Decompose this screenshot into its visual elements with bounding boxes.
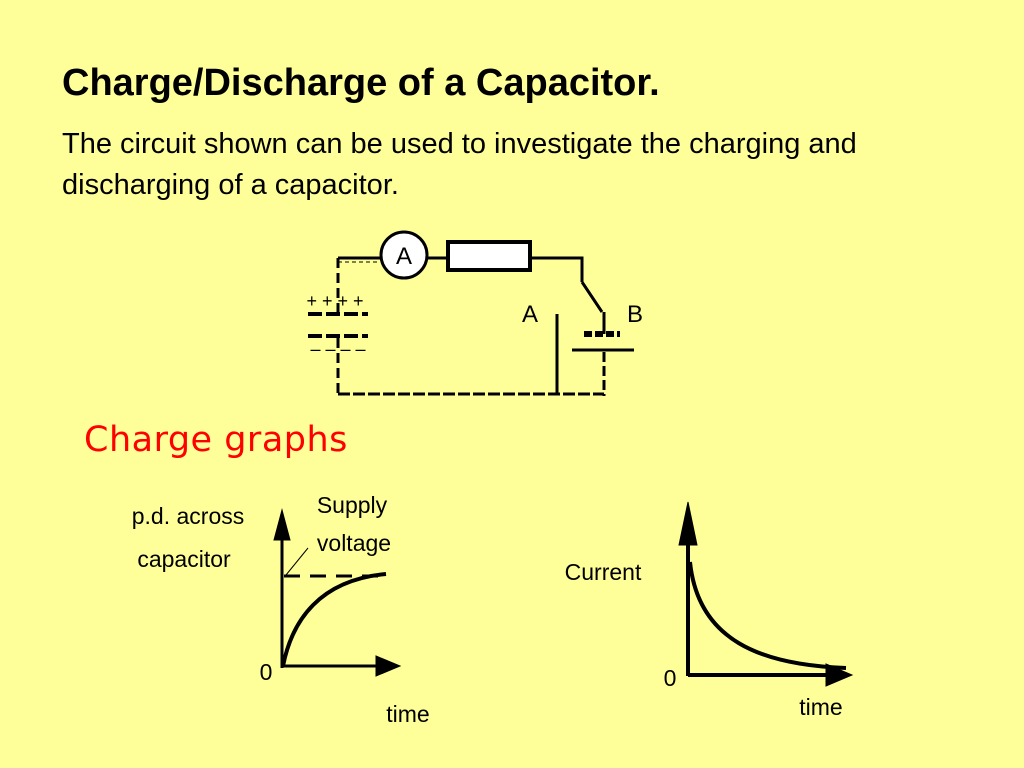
pd-x-label: time: [386, 701, 429, 727]
current-y-arrowhead: [678, 501, 698, 546]
pd-supply-label-line1: Supply: [317, 492, 388, 518]
current-graph: [678, 501, 854, 687]
pd-supply-label-line2: voltage: [317, 530, 391, 556]
current-charge-curve: [688, 561, 847, 670]
wire-top-right: [530, 256, 584, 282]
pd-supply-pointer: [285, 547, 309, 576]
pd-y-label-line2: capacitor: [137, 546, 231, 572]
switch-label-b: B: [627, 301, 643, 328]
current-y-label: Current: [565, 559, 642, 585]
pd-origin-label: 0: [260, 659, 273, 685]
plate-bottom-charges: – – – –: [310, 339, 365, 359]
pd-charge-curve: [281, 572, 387, 667]
switch-blade: [580, 281, 604, 313]
slide-title: Charge/Discharge of a Capacitor.: [62, 62, 660, 104]
pd-y-arrowhead: [273, 508, 291, 541]
charge-graphs-heading: Charge graphs: [84, 420, 348, 460]
pd-x-arrowhead: [375, 655, 402, 677]
current-x-label: time: [799, 694, 842, 720]
resistor: [446, 240, 532, 272]
intro-text: The circuit shown can be used to investi…: [62, 128, 857, 201]
switch-label-a: A: [522, 301, 538, 328]
current-origin-label: 0: [664, 665, 677, 691]
pd-graph: [273, 508, 402, 677]
plate-top-charges: + + + +: [306, 291, 363, 311]
ammeter-label: A: [396, 243, 412, 270]
circuit-diagram: [308, 230, 634, 396]
ammeter-circle: [379, 230, 429, 280]
pd-y-label-line1: p.d. across: [132, 503, 245, 529]
